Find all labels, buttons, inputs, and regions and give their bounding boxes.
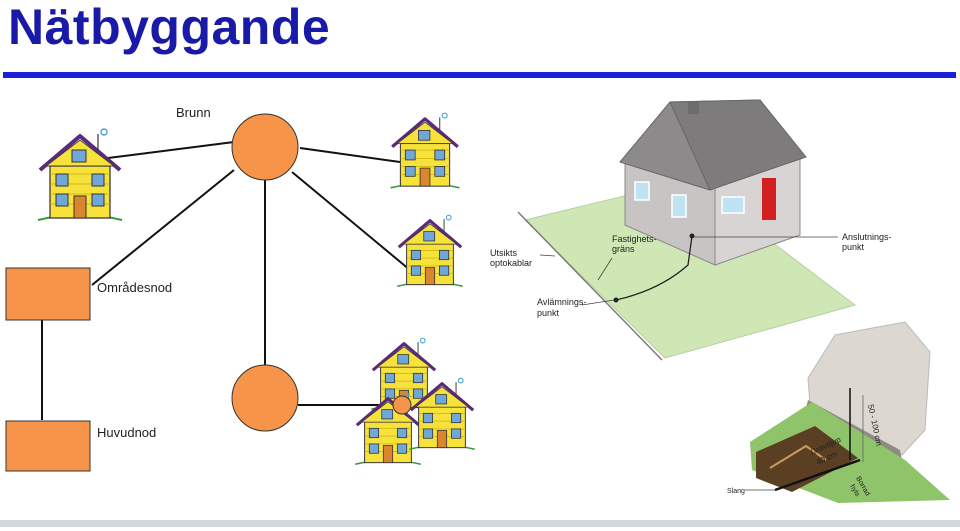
brunn-node [231, 113, 299, 181]
svg-text:Anslutnings-: Anslutnings- [842, 232, 892, 242]
small-node [392, 395, 412, 415]
trench-illustration: 50 - 100 cm Gravdjup 40 cm Slang Borrad … [727, 321, 950, 503]
huvudnod-box [5, 420, 91, 472]
svg-text:Fastighets-: Fastighets- [612, 234, 657, 244]
title-underline [3, 72, 956, 78]
svg-text:Avlämnings-: Avlämnings- [537, 297, 586, 307]
node-lower [231, 364, 299, 432]
svg-text:punkt: punkt [842, 242, 865, 252]
page-title: Nätbyggande [8, 0, 331, 55]
svg-text:punkt: punkt [537, 308, 560, 318]
house-icon [36, 127, 124, 222]
house-icon [395, 213, 465, 288]
svg-text:optokablar: optokablar [490, 258, 532, 268]
footer-divider [0, 520, 960, 527]
house-icon [388, 111, 462, 190]
omradesnod-label: Områdesnod [97, 280, 172, 295]
omradesnod-box [5, 267, 91, 321]
huvudnod-label: Huvudnod [97, 425, 156, 440]
svg-text:Slang: Slang [727, 488, 745, 495]
property-illustration: Utsikts optokablar Fastighets- gräns Avl… [490, 99, 892, 361]
brunn-label: Brunn [176, 105, 211, 120]
svg-text:Utsikts: Utsikts [490, 248, 518, 258]
svg-text:gräns: gräns [612, 244, 635, 254]
